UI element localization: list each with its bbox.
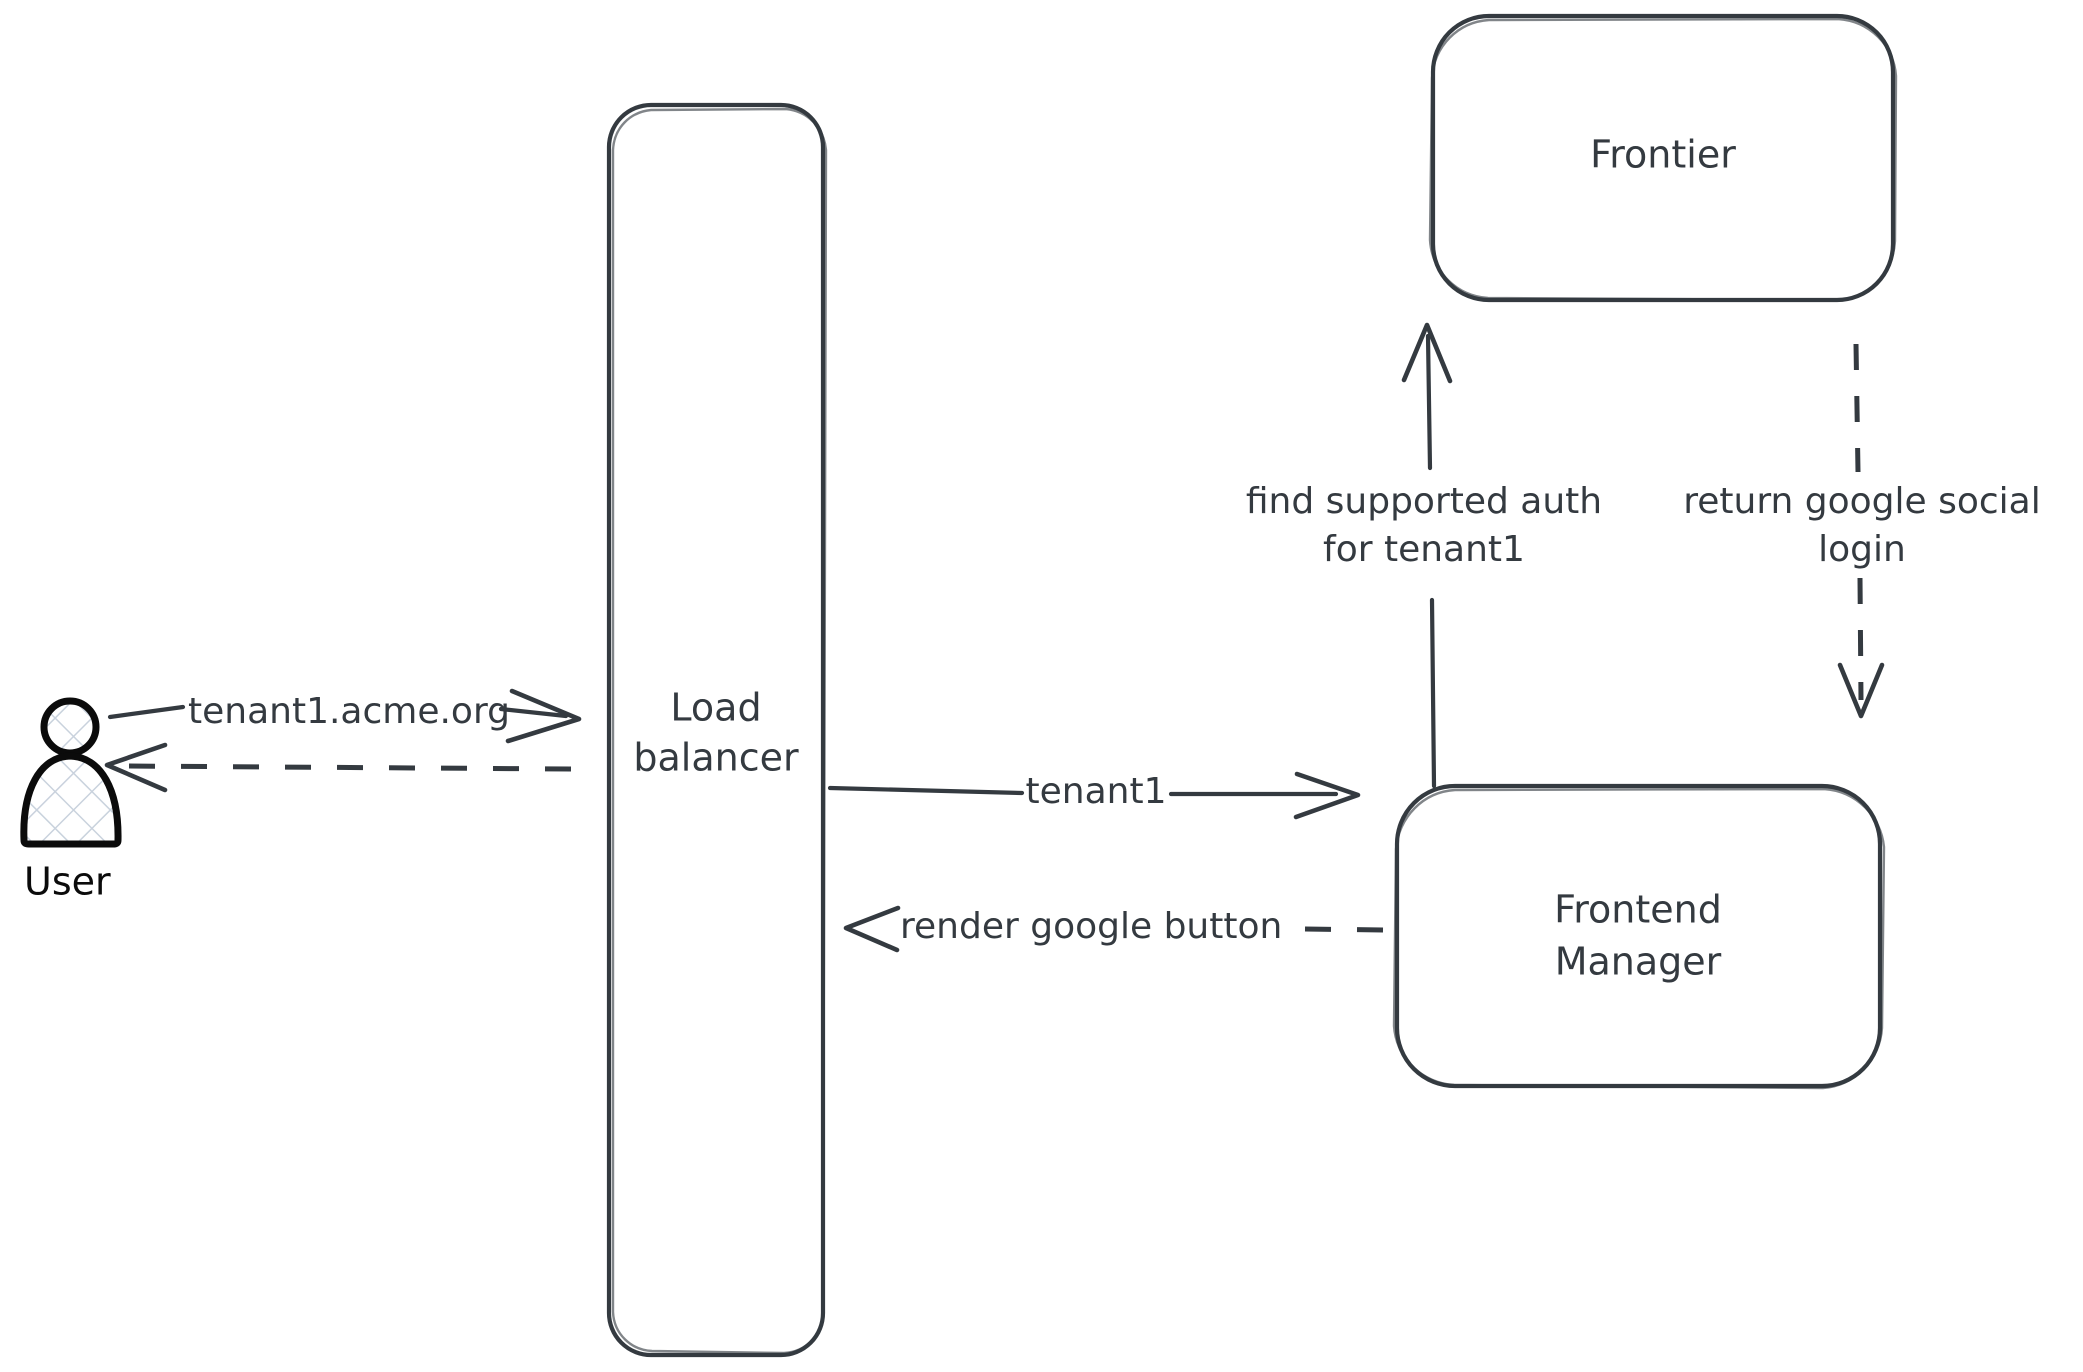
edge-user-to-load-balancer[interactable]: tenant1.acme.org (107, 688, 582, 744)
node-frontier[interactable]: Frontier (1428, 13, 1898, 303)
node-frontend-manager[interactable]: Frontend Manager (1392, 783, 1886, 1090)
edge-load-balancer-to-user[interactable] (104, 742, 572, 793)
edge-load-balancer-to-frontend-manager-arrowhead-icon (1293, 771, 1361, 820)
edge-frontend-manager-to-frontier[interactable]: find supported auth for tenant1 (1246, 322, 1602, 789)
edge-frontend-manager-to-load-balancer-label: render google button (900, 906, 1282, 947)
node-frontier-sketch-overlay (1428, 17, 1898, 302)
node-load-balancer[interactable]: Load balancer (606, 102, 828, 1358)
person-actor-head-icon (40, 697, 100, 757)
edge-frontend-manager-to-frontier-line (1429, 597, 1437, 789)
edge-frontend-manager-to-load-balancer[interactable]: render google button (843, 905, 1384, 953)
edge-frontier-to-frontend-manager[interactable]: return google social login (1683, 343, 2041, 719)
edge-user-to-load-balancer-arrowhead-icon (505, 688, 582, 744)
edge-frontier-to-frontend-manager-label-line2: login (1818, 529, 1906, 570)
edge-load-balancer-to-user-arrowhead-icon (104, 742, 168, 793)
actor-user[interactable]: User (20, 697, 122, 904)
node-load-balancer-label-line1: Load (670, 686, 761, 730)
actor-user-label: User (24, 860, 111, 904)
node-frontend-manager-shape (1394, 783, 1883, 1089)
edge-user-to-load-balancer-label: tenant1.acme.org (188, 691, 510, 732)
edge-user-to-load-balancer-line-tail (498, 706, 569, 719)
node-frontier-label: Frontier (1590, 133, 1736, 177)
edge-frontier-to-frontend-manager-arrowhead-icon (1837, 662, 1885, 719)
edge-frontier-to-frontend-manager-label-line1: return google social (1683, 481, 2041, 522)
edge-frontier-to-frontend-manager-line (1853, 343, 1861, 473)
edge-frontend-manager-to-frontier-label-line1: find supported auth (1246, 481, 1602, 522)
edge-frontend-manager-to-frontier-line-upper (1425, 333, 1433, 471)
node-load-balancer-label-line2: balancer (633, 736, 799, 780)
node-frontend-manager-label-line2: Manager (1555, 940, 1722, 984)
edge-load-balancer-to-frontend-manager-label: tenant1 (1026, 771, 1167, 812)
edge-frontend-manager-to-load-balancer-line (1299, 926, 1384, 933)
node-load-balancer-shape (606, 102, 826, 1358)
edge-frontend-manager-to-frontier-arrowhead-icon (1401, 322, 1453, 384)
edge-frontend-manager-to-load-balancer-arrowhead-icon (843, 905, 901, 953)
edge-frontier-to-frontend-manager-line-lower (1857, 577, 1864, 701)
edge-load-balancer-to-frontend-manager[interactable]: tenant1 (827, 771, 1361, 820)
node-frontend-manager-sketch-overlay (1392, 787, 1886, 1090)
edge-load-balancer-to-frontend-manager-line (827, 785, 1025, 796)
node-load-balancer-sketch-overlay (611, 107, 828, 1355)
edge-load-balancer-to-user-line (125, 763, 572, 772)
person-actor-body-icon (20, 752, 122, 848)
node-frontend-manager-label-line1: Frontend (1554, 888, 1722, 932)
edge-user-to-load-balancer-line (107, 704, 186, 720)
edge-frontend-manager-to-frontier-label-line2: for tenant1 (1323, 529, 1525, 570)
